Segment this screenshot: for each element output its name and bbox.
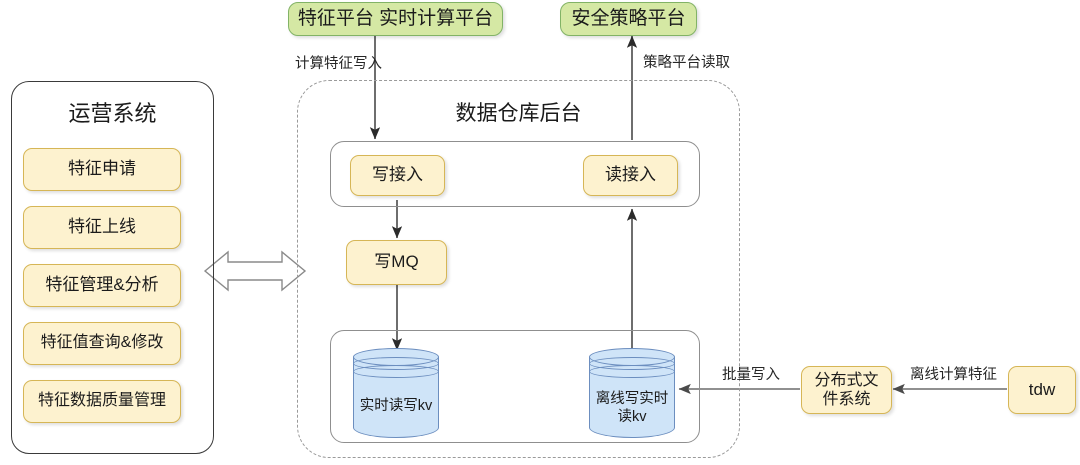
tdw-node[interactable]: tdw (1008, 366, 1076, 414)
data-warehouse-title: 数据仓库后台 (455, 102, 582, 125)
ops-item-feature-value-query-edit[interactable]: 特征值查询&修改 (23, 322, 181, 365)
cylinder-ring-2 (589, 365, 675, 378)
realtime-rw-kv-store[interactable]: 实时读写kv (353, 348, 439, 438)
edge-label-compute-feature-write: 计算特征写入 (295, 56, 382, 72)
ops-system-panel (11, 81, 214, 454)
platform-feature-realtime-compute[interactable]: 特征平台 实时计算平台 (288, 2, 503, 36)
offline-write-realtime-read-kv-label: 离线写实时 读kv (595, 391, 669, 426)
edge-label-offline-compute-feature: 离线计算特征 (910, 367, 997, 383)
platform-security-policy[interactable]: 安全策略平台 (560, 2, 697, 36)
access-layer-group (330, 141, 700, 207)
ops-item-feature-application[interactable]: 特征申请 (23, 148, 181, 191)
edge-label-batch-write: 批量写入 (722, 367, 780, 383)
write-mq-node[interactable]: 写MQ (346, 240, 447, 285)
bidirectional-arrow (203, 250, 307, 292)
cylinder-ring-2 (353, 365, 439, 378)
offline-write-realtime-read-kv-store[interactable]: 离线写实时 读kv (589, 348, 675, 438)
read-access-node[interactable]: 读接入 (583, 155, 678, 196)
storage-layer-group (330, 330, 700, 443)
ops-item-feature-data-quality[interactable]: 特征数据质量管理 (23, 380, 181, 423)
ops-item-feature-online[interactable]: 特征上线 (23, 206, 181, 249)
edge-label-policy-platform-read: 策略平台读取 (643, 55, 730, 71)
write-access-node[interactable]: 写接入 (350, 155, 445, 196)
distributed-file-system-node[interactable]: 分布式文 件系统 (801, 366, 892, 414)
data-warehouse-boundary (297, 80, 740, 458)
ops-system-title: 运营系统 (68, 101, 157, 126)
realtime-rw-kv-label: 实时读写kv (359, 398, 433, 414)
ops-item-feature-management-analysis[interactable]: 特征管理&分析 (23, 264, 181, 307)
